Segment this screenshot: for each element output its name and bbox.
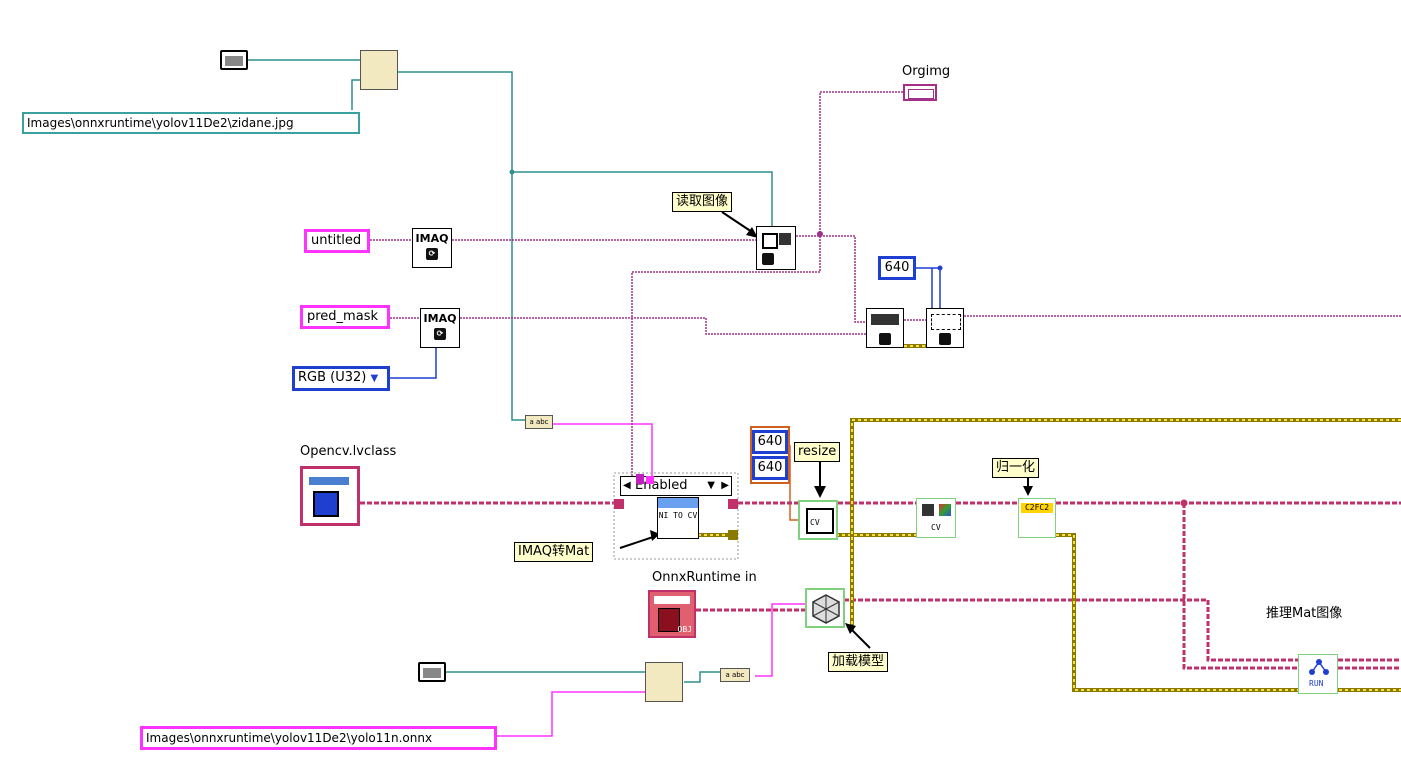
network-icon (1309, 659, 1329, 675)
cv-resize-node[interactable]: CV (798, 500, 838, 540)
terminal-marker (614, 499, 624, 509)
imaq-copy-node[interactable] (866, 308, 904, 348)
build-path-node[interactable] (360, 50, 398, 90)
cube-icon (658, 608, 680, 632)
terminal-marker (728, 530, 738, 540)
path-to-string-node[interactable]: a abc (720, 668, 750, 682)
onnx-run-node[interactable]: RUN (1298, 654, 1338, 694)
resize-icon (806, 508, 834, 534)
folder-icon (418, 662, 446, 682)
node-label: IMAQ (423, 312, 457, 325)
image-name-pred-mask[interactable]: pred_mask (300, 305, 390, 329)
chevron-down-icon: ▼ (370, 373, 379, 384)
node-label: C2FC2 (1021, 503, 1053, 513)
chevron-down-icon: ▼ (707, 480, 715, 491)
onnx-load-model-node[interactable] (805, 588, 845, 628)
orgimg-label: Orgimg (902, 64, 951, 79)
model-path-control[interactable]: Images\onnxruntime\yolov11De2\yolo11n.on… (140, 726, 497, 750)
node-label: IMAQ (415, 232, 449, 245)
cv-convert-color-node[interactable]: CV (916, 498, 956, 538)
arrow-right-icon: ▶ (721, 480, 729, 491)
imaq-create-node[interactable]: IMAQ⟳ (420, 308, 460, 348)
image-path-control[interactable]: Images\onnxruntime\yolov11De2\zidane.jpg (22, 112, 360, 134)
opencv-class-label: Opencv.lvclass (300, 444, 397, 459)
node-label: RUN (1309, 679, 1324, 688)
note-normalize: 归一化 (992, 458, 1040, 478)
folder-icon (220, 50, 248, 70)
note-load-model: 加载模型 (828, 652, 889, 672)
note-resize: resize (794, 442, 841, 462)
node-label: OBJ (677, 625, 692, 634)
onnx-class-label: OnnxRuntime in (652, 570, 757, 585)
image-type-selector[interactable]: RGB (U32) ▼ (292, 366, 390, 391)
image-name-untitled[interactable]: untitled (304, 229, 370, 253)
note-infer-mat: 推理Mat图像 (1266, 606, 1343, 621)
ni-to-cv-node[interactable]: NI TO CV (657, 497, 699, 539)
build-path-node[interactable] (645, 662, 683, 702)
size-640-control[interactable]: 640 (878, 256, 916, 280)
terminal-marker (728, 499, 738, 509)
imaq-create-node[interactable]: IMAQ⟳ (412, 228, 452, 268)
opencv-class-constant[interactable] (300, 466, 360, 526)
imaq-resample-node[interactable] (926, 308, 964, 348)
resize-width-control[interactable]: 640 (752, 430, 788, 454)
note-read-image: 读取图像 (672, 192, 733, 212)
imaq-read-file-node[interactable] (756, 226, 796, 270)
resize-height-control[interactable]: 640 (752, 456, 788, 480)
node-label: CV (931, 523, 941, 532)
model-icon (812, 594, 840, 624)
cube-icon (313, 491, 339, 517)
onnx-class-constant[interactable]: OBJ (648, 590, 696, 638)
arrow-left-icon: ◀ (623, 480, 631, 491)
node-label: NI TO CV (658, 511, 698, 520)
note-imaq-to-mat: IMAQ转Mat (514, 542, 594, 562)
cv-convert-to-float-node[interactable]: C2FC2 (1018, 498, 1056, 538)
path-to-string-node[interactable]: a abc (525, 415, 553, 429)
terminal-marker (646, 476, 654, 484)
orgimg-indicator[interactable] (903, 84, 937, 101)
terminal-marker (636, 474, 644, 484)
